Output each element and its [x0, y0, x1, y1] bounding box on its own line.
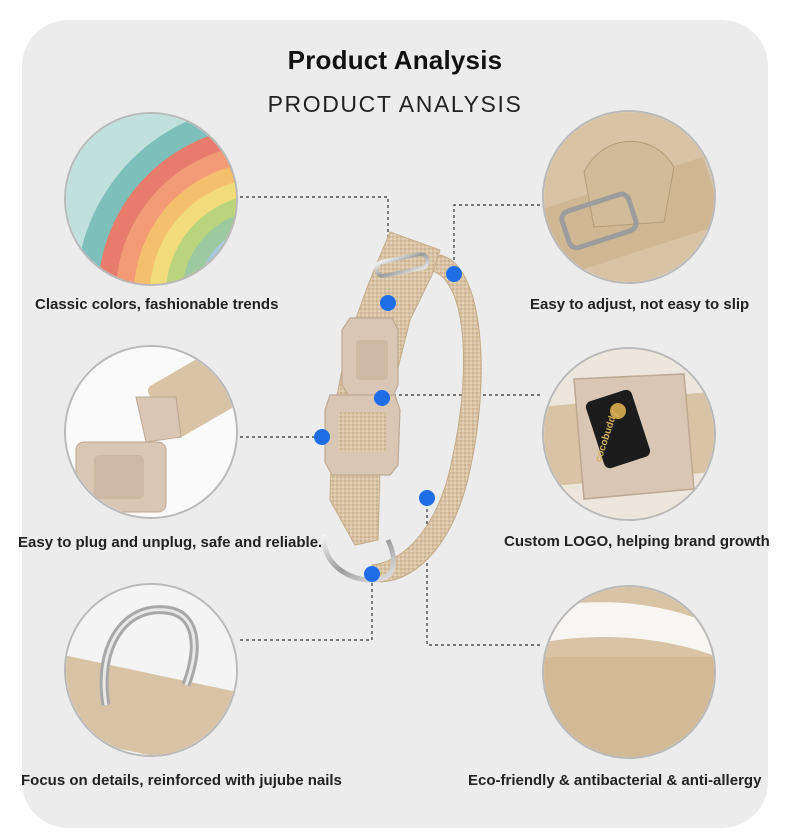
caption-adjust: Easy to adjust, not easy to slip	[530, 296, 750, 313]
marker-dot-eco	[419, 490, 435, 506]
buckle-logo-closeup-image: cocobuddy	[542, 347, 716, 521]
caption-eco: Eco-friendly & antibacterial & anti-alle…	[468, 772, 762, 789]
adjuster-slider-closeup-image	[542, 110, 716, 284]
d-ring-closeup-image	[64, 583, 238, 757]
buckle-unplugged-closeup-image	[64, 345, 238, 519]
rainbow-fabric-swatches-image	[64, 112, 238, 286]
marker-dot-adjust	[446, 266, 462, 282]
leader-line-adjust	[453, 204, 540, 274]
caption-buckle: Easy to plug and unplug, safe and reliab…	[18, 534, 323, 551]
page-title: Product Analysis	[287, 45, 503, 75]
caption-logo: Custom LOGO, helping brand growth	[504, 533, 770, 550]
caption-details: Focus on details, reinforced with jujube…	[21, 772, 342, 789]
webbing-edge-closeup-image	[542, 585, 716, 759]
marker-dot-buckle	[314, 429, 330, 445]
marker-dot-colors	[380, 295, 396, 311]
page-subtitle: PRODUCT ANALYSIS	[267, 91, 523, 117]
caption-colors: Classic colors, fashionable trends	[35, 296, 279, 313]
leader-line-details	[240, 574, 373, 641]
marker-dot-logo	[374, 390, 390, 406]
marker-dot-details	[364, 566, 380, 582]
